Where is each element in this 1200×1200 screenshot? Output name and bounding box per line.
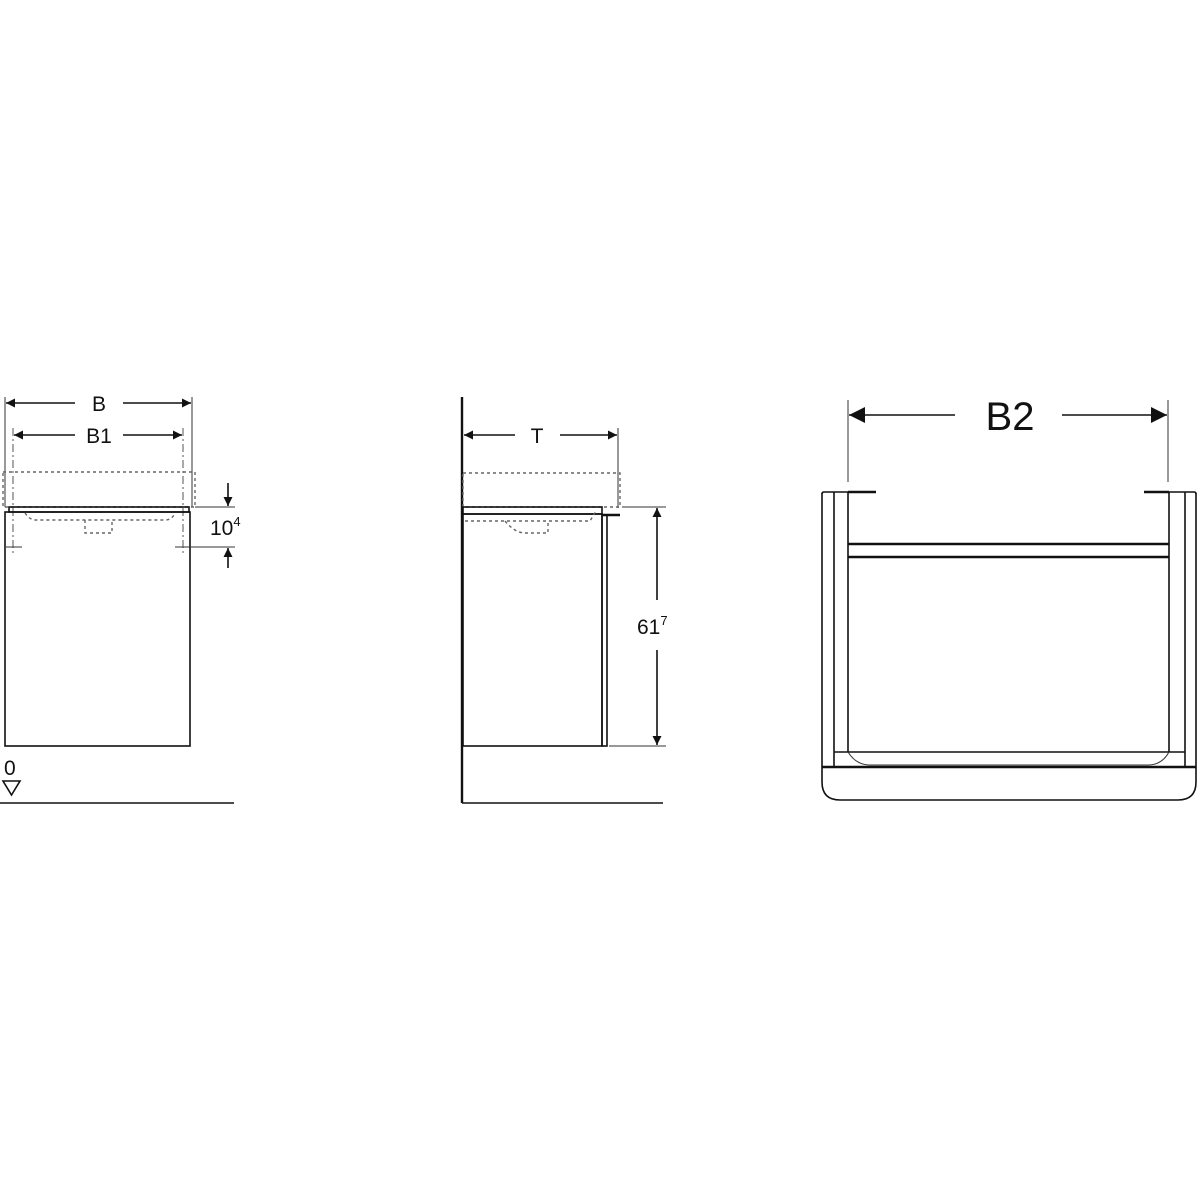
side-view: T 617: [460, 397, 668, 804]
drawer-base: [821, 767, 1197, 801]
basin-outline: [2, 471, 196, 508]
depth-label: T: [531, 425, 544, 448]
cabinet-top: [462, 506, 603, 515]
inner-width-label: B2: [986, 395, 1035, 439]
inner-width-label: B1: [86, 425, 112, 448]
floor-level-icon: [1, 780, 22, 797]
drawer-view: B2: [821, 395, 1197, 801]
cabinet-body: [462, 513, 603, 747]
cabinet-door: [601, 514, 608, 747]
height-dimension-value: 617: [637, 613, 668, 639]
floor-level-label: 0: [4, 757, 16, 780]
width-label: B: [92, 393, 106, 416]
offset-dimension-value: 104: [210, 514, 241, 540]
front-view: B B1 104 0: [0, 393, 241, 804]
cabinet-body: [4, 511, 191, 747]
